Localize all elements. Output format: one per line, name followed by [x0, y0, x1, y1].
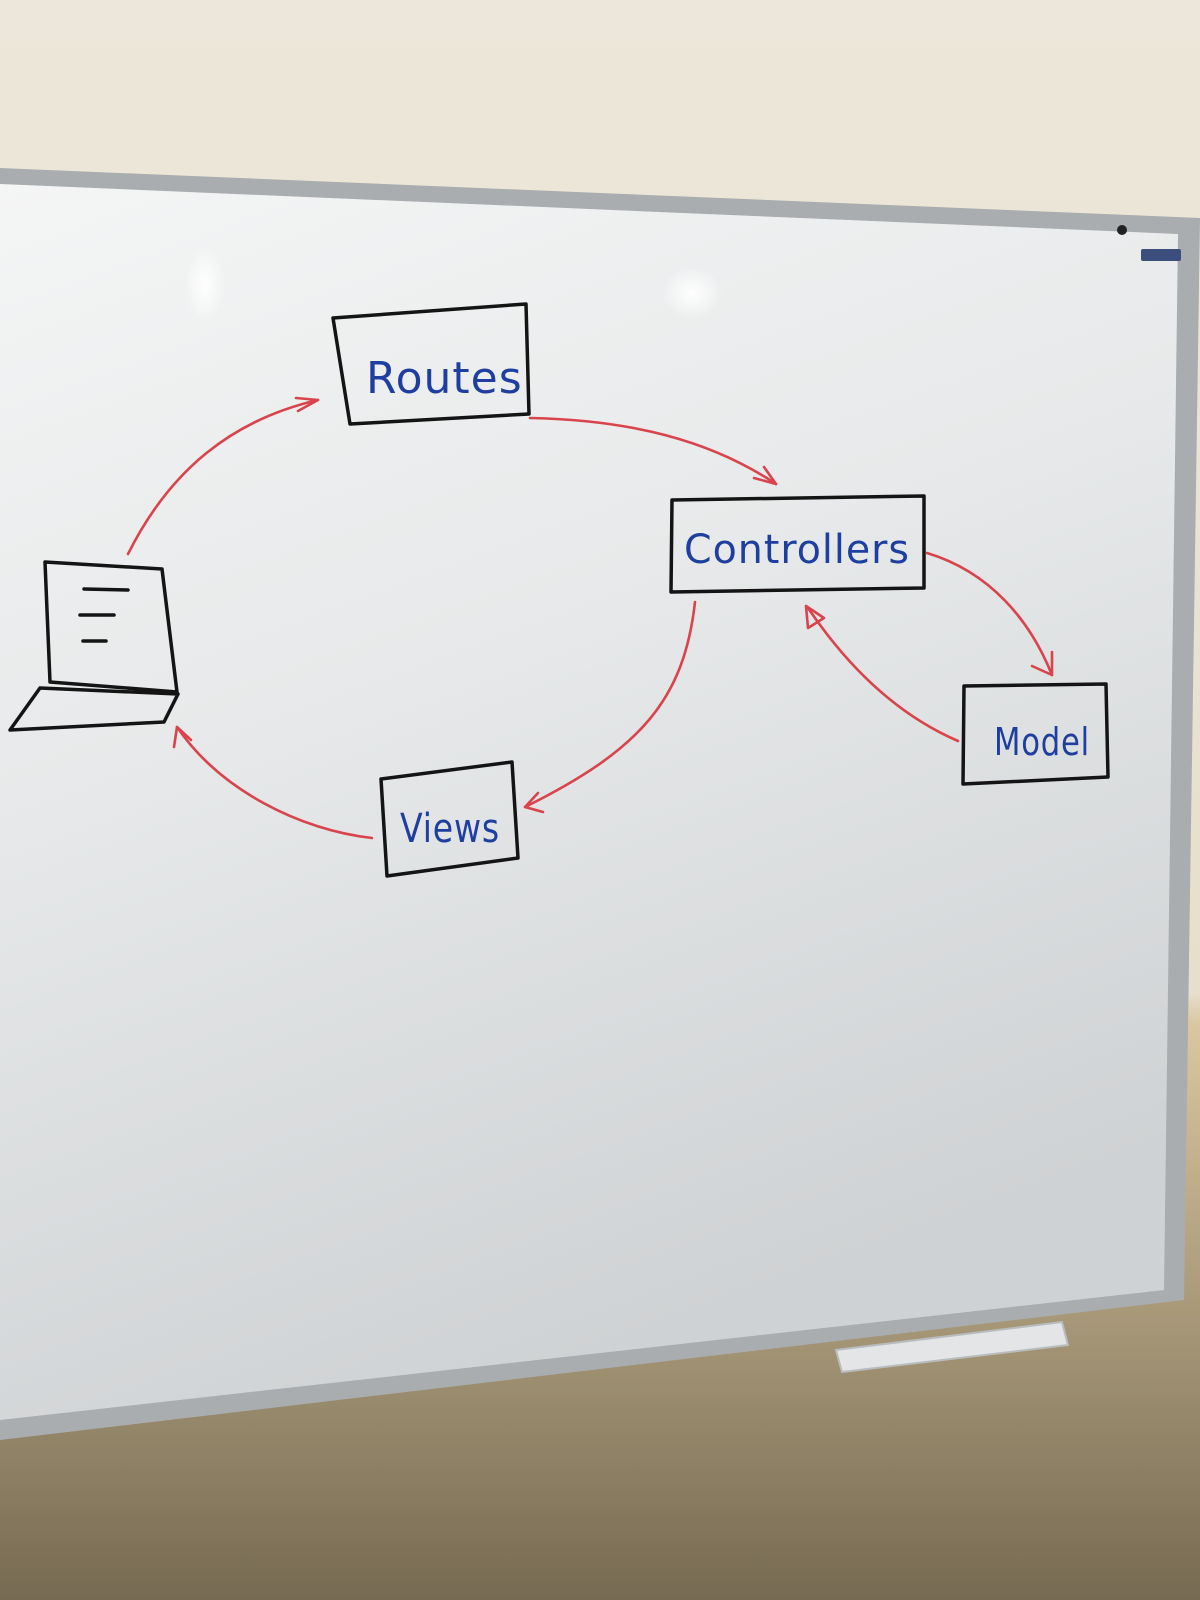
board-badge — [1141, 249, 1181, 261]
routes-label: Routes — [366, 353, 523, 404]
controllers-label: Controllers — [684, 527, 910, 573]
light-glare-left — [185, 247, 225, 323]
mount-screw — [1117, 225, 1127, 235]
whiteboard-surface — [0, 184, 1178, 1420]
light-glare-right — [662, 267, 722, 319]
arrow-routes-to-controllers-head — [752, 465, 778, 486]
views-box — [379, 760, 520, 878]
arrow-model-to-controllers-head — [804, 604, 826, 630]
marker-tray — [834, 1320, 1070, 1374]
arrow-laptop-to-routes — [126, 398, 320, 556]
arrow-controllers-to-model-head — [1030, 650, 1054, 677]
arrow-laptop-to-routes-head — [294, 396, 320, 413]
arrow-views-to-laptop — [175, 725, 374, 840]
model-label: Model — [994, 720, 1090, 764]
controllers-box — [669, 494, 926, 594]
arrow-controllers-to-views — [523, 600, 697, 809]
arrow-views-to-laptop-head — [172, 725, 193, 749]
arrow-controllers-to-views-head — [523, 791, 545, 814]
arrow-routes-to-controllers — [528, 416, 778, 486]
laptop-icon — [8, 560, 180, 732]
model-box — [961, 682, 1110, 786]
routes-box — [331, 302, 531, 426]
arrow-model-to-controllers — [806, 606, 960, 743]
arrow-controllers-to-model — [925, 551, 1054, 677]
views-label: Views — [400, 806, 500, 852]
